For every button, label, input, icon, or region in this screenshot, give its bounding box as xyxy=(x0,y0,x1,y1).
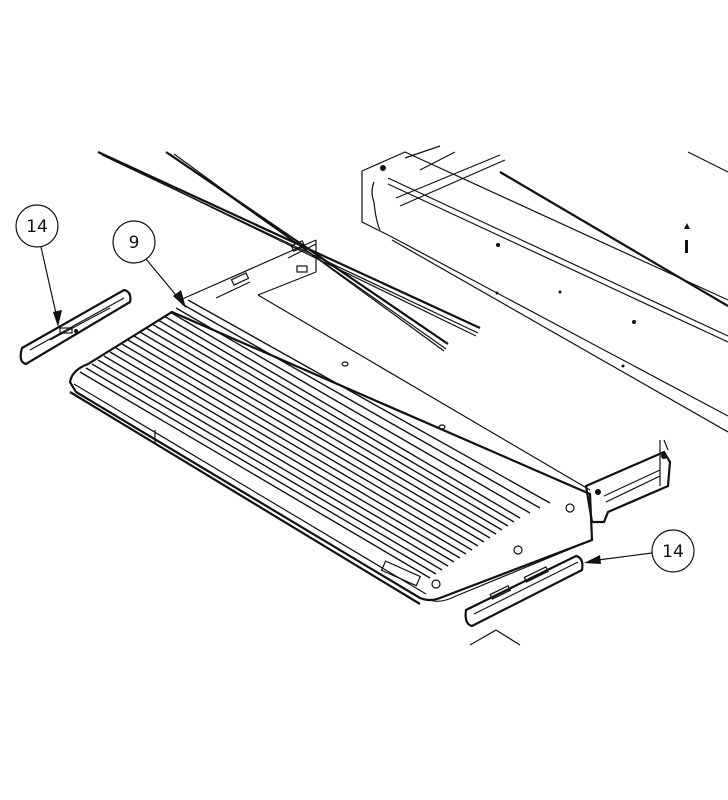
housing-frame xyxy=(361,145,728,433)
callout-label: 9 xyxy=(129,233,140,253)
callout-9: 9 xyxy=(112,220,186,308)
callout-14-left: 14 xyxy=(15,204,62,327)
callout-label: 14 xyxy=(26,217,48,237)
callout-label: 14 xyxy=(662,542,684,562)
callout-circle xyxy=(112,220,156,264)
arrow-icon xyxy=(584,555,601,564)
end-cap-left xyxy=(19,288,132,366)
mounting-bracket xyxy=(584,439,672,524)
step-frame xyxy=(179,239,591,491)
bolt-icon xyxy=(380,165,386,171)
callout-circle xyxy=(15,204,59,248)
step-tread xyxy=(68,299,594,605)
callout-circle xyxy=(651,529,695,573)
callout-14-right: 14 xyxy=(584,529,695,573)
end-cap-right xyxy=(464,554,584,628)
arrow-icon xyxy=(173,290,186,308)
ground-line xyxy=(469,629,521,646)
arrow-icon xyxy=(53,310,62,327)
